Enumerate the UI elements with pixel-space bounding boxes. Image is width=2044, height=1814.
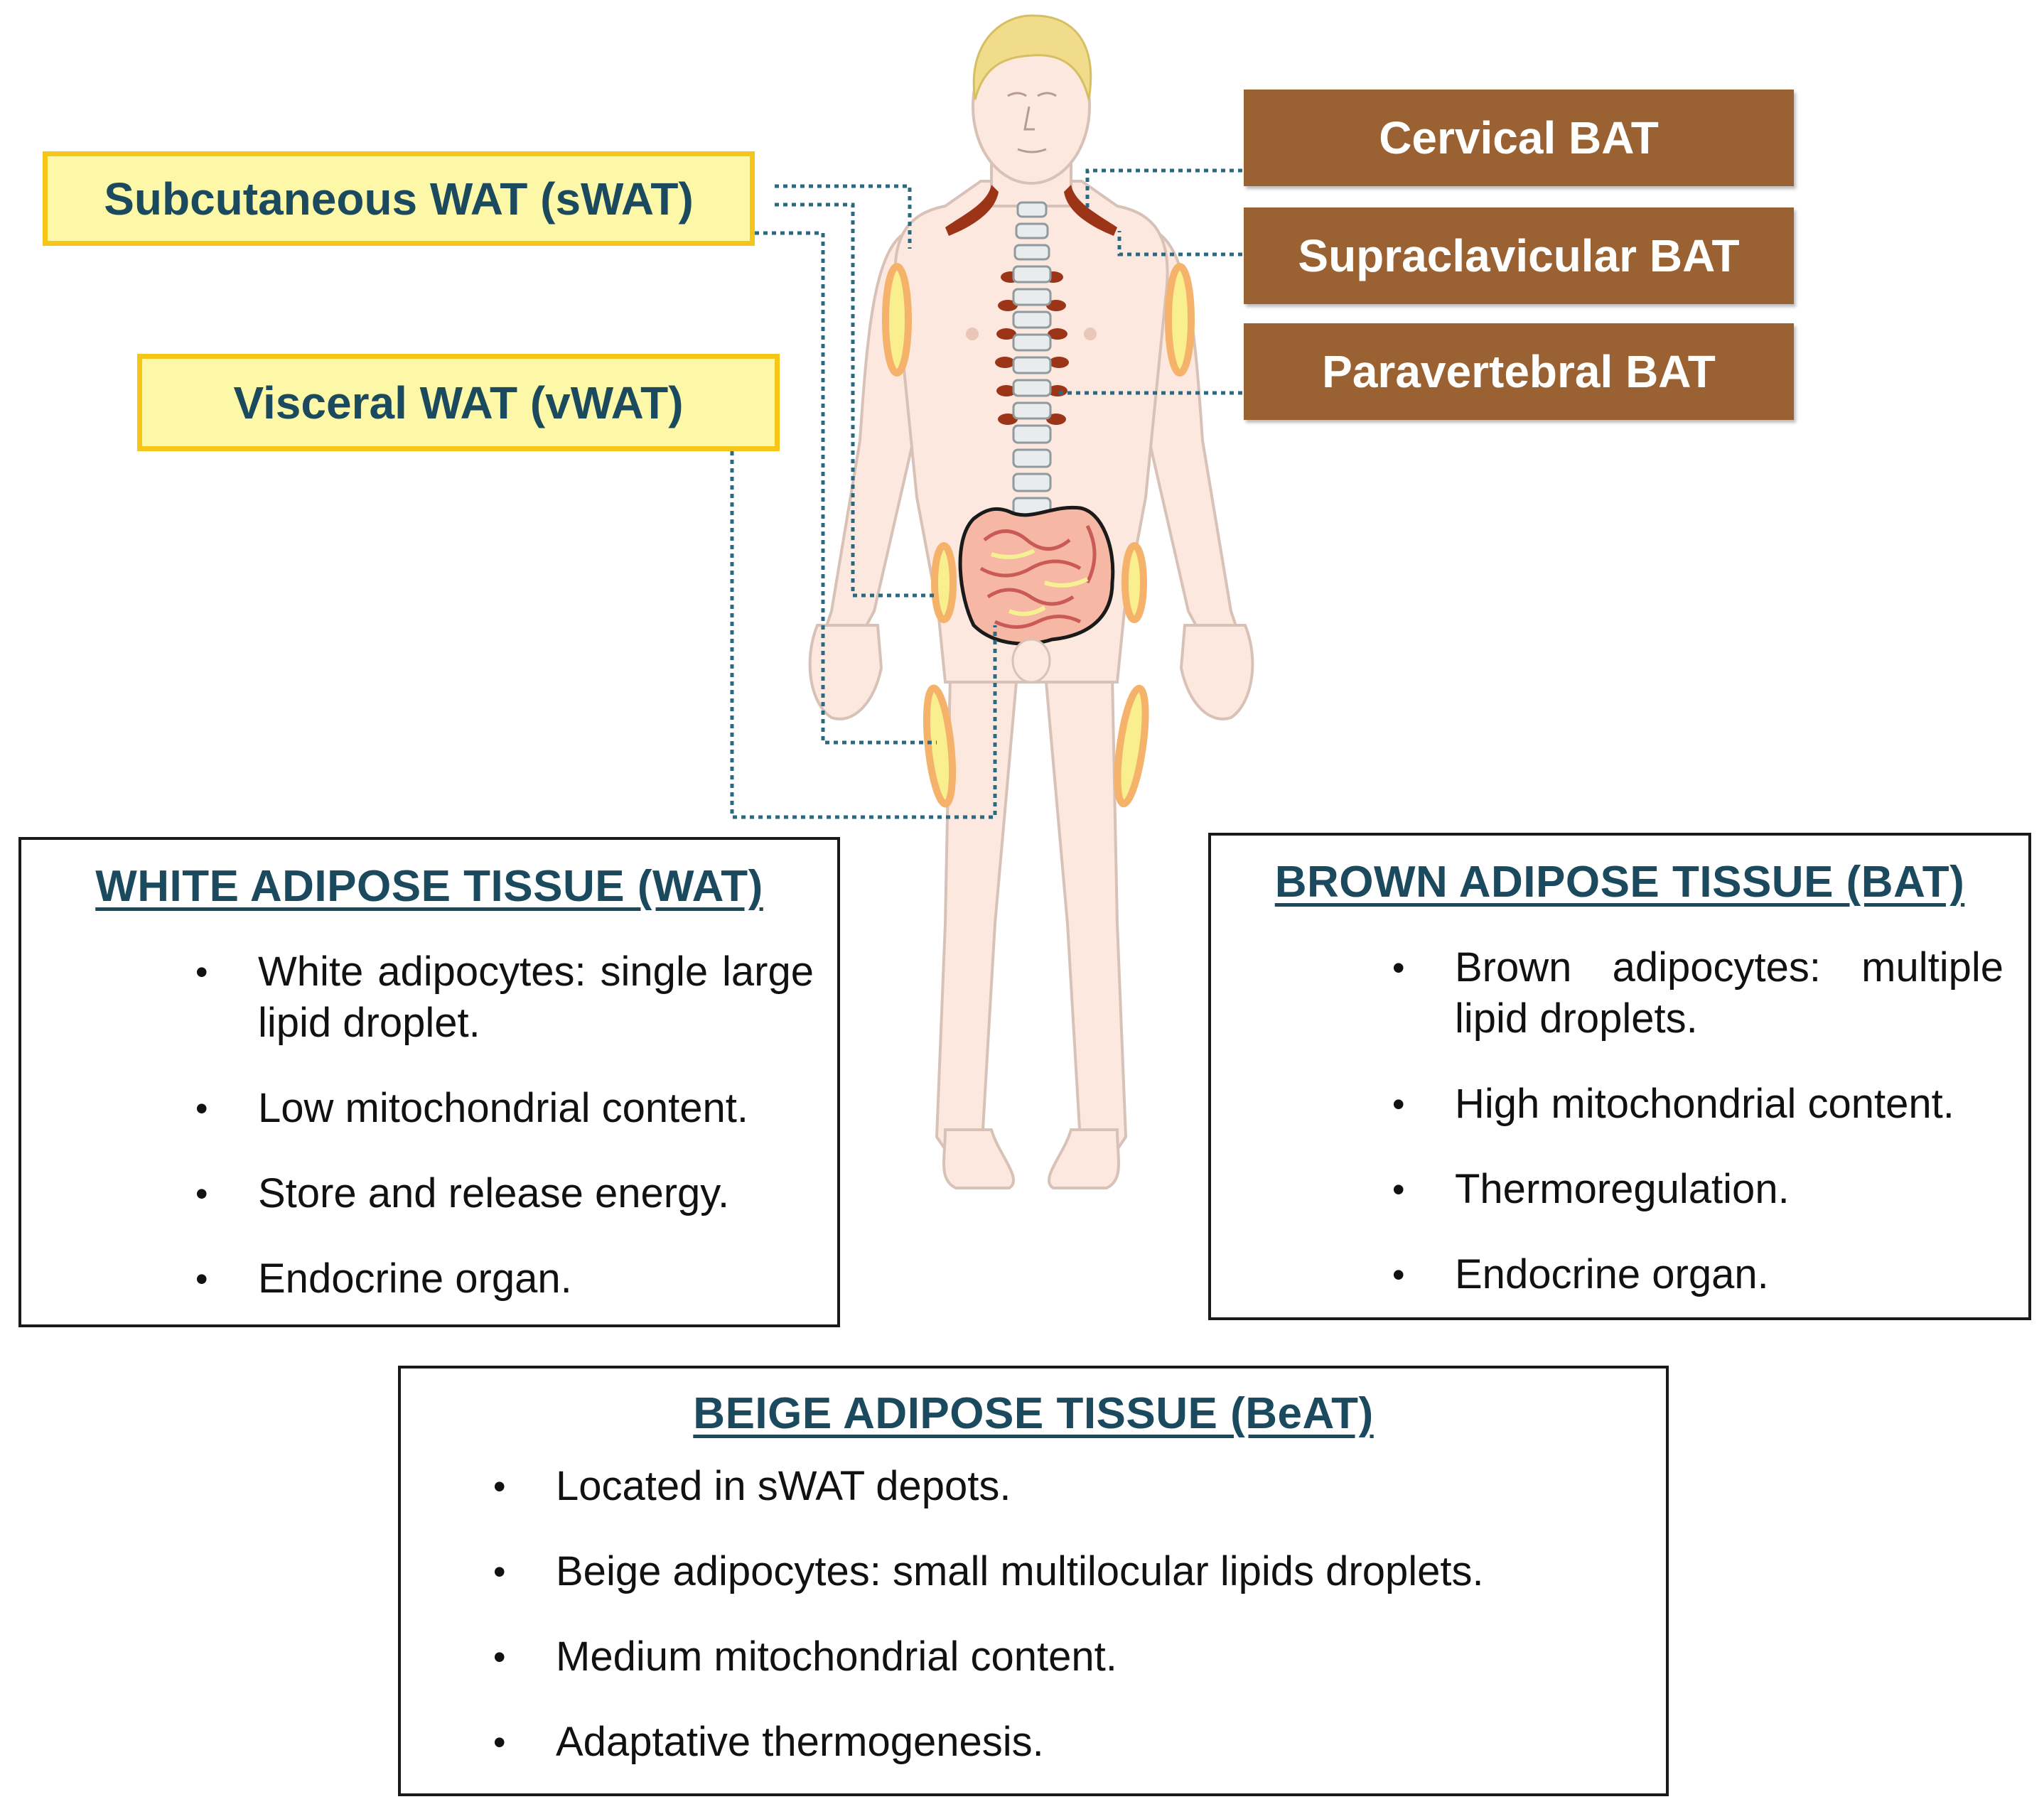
bat-bullet-item: • Endocrine organ. [1392, 1249, 2003, 1300]
connector-lines [730, 168, 1242, 819]
swat-deposits [882, 263, 1195, 808]
body-marks [966, 328, 1097, 340]
beat-bullet-text: Beige adipocytes: small multilocular lip… [556, 1548, 1484, 1594]
wat-bullet-text: Store and release energy. [258, 1170, 730, 1216]
bullet-glyph: • [493, 1552, 506, 1592]
bat-bullet-text: Brown adipocytes: multiple lipid droplet… [1455, 944, 2003, 1042]
swat-label-text: Subcutaneous WAT (sWAT) [104, 173, 694, 225]
beat-bullet-text: Adaptative thermogenesis. [556, 1719, 1044, 1765]
vwat-label: Visceral WAT (vWAT) [137, 354, 780, 451]
bullet-glyph: • [195, 952, 208, 992]
cervical-bat-label-text: Cervical BAT [1379, 112, 1659, 163]
vwat-label-text: Visceral WAT (vWAT) [233, 377, 684, 428]
wat-bullet-item: • Store and release energy. [195, 1168, 814, 1219]
supraclavicular-bat-label: Supraclavicular BAT [1244, 207, 1794, 304]
wat-bullet-text: Endocrine organ. [258, 1256, 572, 1302]
bat-bullet-text: Endocrine organ. [1455, 1251, 1769, 1297]
swat-label: Subcutaneous WAT (sWAT) [43, 151, 755, 246]
bullet-glyph: • [195, 1259, 208, 1299]
bullet-glyph: • [1392, 1170, 1405, 1209]
bat-bullet-text: High mitochondrial content. [1455, 1081, 1954, 1127]
paravertebral-bat-label: Paravertebral BAT [1244, 323, 1794, 420]
bat-bullet-text: Thermoregulation. [1455, 1166, 1790, 1212]
beat-bullet-item: • Beige adipocytes: small multilocular l… [493, 1546, 1524, 1597]
bat-bullet-list: • Brown adipocytes: multiple lipid dropl… [1392, 942, 2003, 1334]
cervical-bat-label: Cervical BAT [1244, 90, 1794, 186]
beat-bullet-item: • Adaptative thermogenesis. [493, 1717, 1524, 1768]
hair [972, 14, 1092, 100]
bat-info-box: BROWN ADIPOSE TISSUE (BAT) • Brown adipo… [1208, 833, 2031, 1320]
beat-bullet-item: • Medium mitochondrial content. [493, 1631, 1524, 1683]
bat-bullet-item: • Thermoregulation. [1392, 1164, 2003, 1215]
beat-bullet-text: Located in sWAT depots. [556, 1463, 1011, 1509]
beat-bullet-list: • Located in sWAT depots. • Beige adipoc… [493, 1461, 1524, 1802]
bullet-glyph: • [1392, 1255, 1405, 1295]
wat-bullet-text: Low mitochondrial content. [258, 1085, 748, 1131]
paravertebral-bat-label-text: Paravertebral BAT [1322, 346, 1716, 397]
bullet-glyph: • [1392, 1084, 1405, 1124]
bat-bullet-item: • High mitochondrial content. [1392, 1079, 2003, 1130]
intestines [958, 505, 1115, 646]
bullet-glyph: • [195, 1089, 208, 1128]
bullet-glyph: • [493, 1722, 506, 1762]
wat-bullet-item: • Endocrine organ. [195, 1253, 814, 1305]
beat-info-box: BEIGE ADIPOSE TISSUE (BeAT) • Located in… [398, 1366, 1669, 1796]
bullet-glyph: • [195, 1174, 208, 1214]
beat-bullet-text: Medium mitochondrial content. [556, 1634, 1117, 1680]
bat-bullet-item: • Brown adipocytes: multiple lipid dropl… [1392, 942, 2003, 1044]
bullet-glyph: • [493, 1467, 506, 1506]
wat-bullet-item: • Low mitochondrial content. [195, 1083, 814, 1134]
wat-bullet-item: • White adipocytes: single large lipid d… [195, 946, 814, 1049]
beat-box-title: BEIGE ADIPOSE TISSUE (BeAT) [693, 1389, 1374, 1438]
bullet-glyph: • [1392, 948, 1405, 988]
wat-box-title: WHITE ADIPOSE TISSUE (WAT) [95, 862, 763, 911]
spine [1012, 201, 1052, 517]
wat-bullet-text: White adipocytes: single large lipid dro… [258, 949, 814, 1046]
wat-info-box: WHITE ADIPOSE TISSUE (WAT) • White adipo… [18, 837, 840, 1327]
bullet-glyph: • [493, 1637, 506, 1677]
bat-box-title: BROWN ADIPOSE TISSUE (BAT) [1274, 858, 1965, 907]
supraclavicular-bat-label-text: Supraclavicular BAT [1298, 230, 1740, 281]
groin [1011, 638, 1051, 684]
wat-bullet-list: • White adipocytes: single large lipid d… [195, 946, 814, 1339]
face [1007, 92, 1057, 153]
beat-bullet-item: • Located in sWAT depots. [493, 1461, 1524, 1512]
